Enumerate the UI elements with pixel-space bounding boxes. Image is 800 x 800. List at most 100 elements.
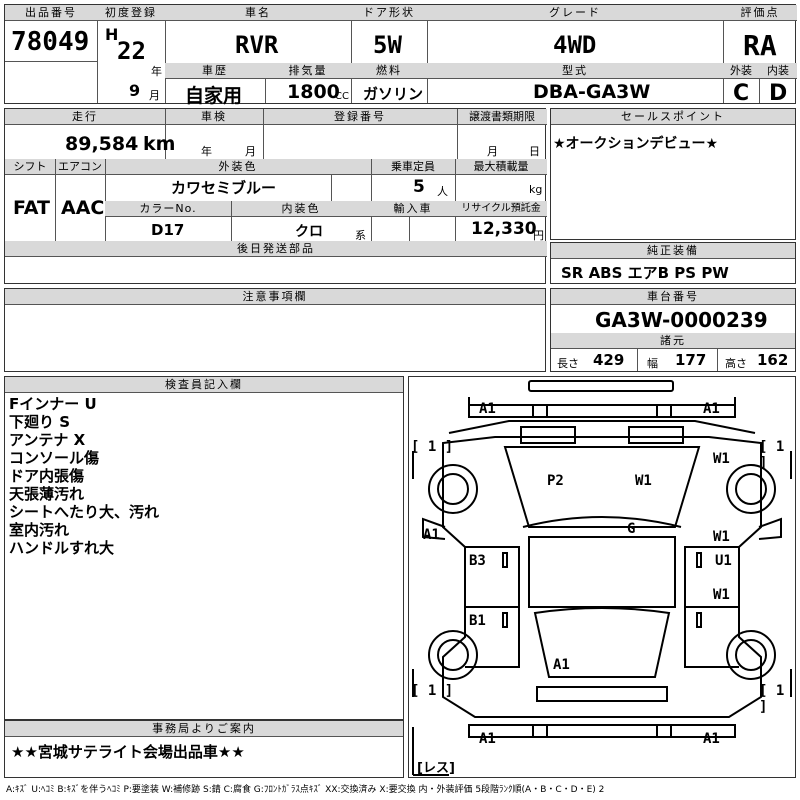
door-label: ドア形状: [351, 5, 427, 21]
notes-block: 注意事項欄: [4, 288, 546, 372]
later-parts-label: 後日発送部品: [5, 241, 547, 257]
fuel: ガソリン: [363, 85, 424, 103]
exterior-grade: C: [733, 81, 750, 106]
transfer-label: 譲渡書類期限: [457, 109, 547, 125]
inspector-label: 検査員記入欄: [5, 377, 403, 393]
damage-mark: B3: [469, 553, 486, 569]
maxload-unit: kg: [529, 183, 543, 196]
equipment-block: 純正装備 SR ABS エアB PS PW: [550, 242, 796, 284]
spec-label: 諸元: [551, 333, 795, 349]
shift-label: シフト: [5, 159, 55, 175]
model-label: 型式: [427, 63, 723, 79]
color-label: 外装色: [105, 159, 371, 175]
chassis-number: GA3W-0000239: [595, 308, 768, 332]
shift-value: FAT: [13, 197, 50, 219]
score: RA: [743, 29, 777, 62]
inspector-line: コンソール傷: [9, 449, 100, 467]
inspector-line: 下廻り S: [9, 413, 71, 431]
first-reg-label: 初度登録: [97, 5, 165, 21]
equipment-text: SR ABS エアB PS PW: [561, 264, 729, 282]
office-block: 事務局よりご案内 ★★宮城サテライト会場出品車★★: [4, 720, 404, 778]
import-label: 輸入車: [371, 201, 455, 217]
interior-label: 内装: [759, 63, 797, 79]
reg-year: 22: [117, 37, 146, 65]
chassis-block: 車台番号 GA3W-0000239 諸元 長さ 429 幅 177 高さ 162: [550, 288, 796, 372]
mileage-value: 89,584: [65, 133, 139, 155]
inspector-line: 天張薄汚れ: [9, 485, 85, 503]
history-label: 車歴: [165, 63, 265, 79]
grade: 4WD: [553, 31, 597, 59]
damage-mark: W1: [713, 529, 730, 545]
inspection-month-unit: 月: [245, 145, 256, 158]
tire-tread-mark: [ 1 ]: [759, 439, 785, 471]
reg-year-unit: 年: [151, 65, 162, 78]
office-text: ★★宮城サテライト会場出品車★★: [11, 743, 245, 761]
intcolor-unit: 系: [355, 229, 366, 242]
mileage-unit: km: [143, 133, 176, 155]
displacement-unit: CC: [335, 91, 349, 102]
lot-no-label: 出品番号: [5, 5, 97, 21]
length-label: 長さ: [557, 357, 579, 370]
displacement: 1800: [287, 81, 340, 103]
mileage-label: 走行: [5, 109, 165, 125]
era-letter: H: [105, 25, 119, 44]
tire-tread-mark: [ 1 ]: [411, 439, 454, 455]
damage-mark: P2: [547, 473, 564, 489]
grade-label: グレード: [427, 5, 723, 21]
damage-mark: A1: [703, 731, 720, 747]
inspector-line: シートへたり大、汚れ: [9, 503, 160, 521]
office-label: 事務局よりご案内: [5, 721, 403, 737]
inspector-line: Fインナー U: [9, 395, 97, 413]
intcolor-value: クロ: [295, 224, 323, 240]
width-value: 177: [675, 351, 707, 369]
car-diagram: A1 A1 [ 1 ] [ 1 ] P2 W1 W1 G A1 W1 U1 B3…: [408, 376, 796, 778]
intcolor-label: 内装色: [231, 201, 371, 217]
inspection-year-unit: 年: [201, 145, 212, 158]
header-block: 出品番号 78049 初度登録 H 22 年 9 月 車名 RVR ドア形状 5…: [4, 4, 797, 107]
recycle-label: リサイクル預託金: [455, 201, 547, 217]
inspector-line: 室内汚れ: [9, 521, 70, 539]
damage-mark: W1: [713, 451, 730, 467]
model: DBA-GA3W: [533, 81, 651, 103]
inspector-line: ハンドルすれ大: [9, 539, 115, 557]
legend-text: A:ｷｽﾞ U:ﾍｺﾐ B:ｷｽﾞを伴うﾍｺﾐ P:要塗装 W:補修跡 S:錆 …: [6, 785, 605, 795]
transfer-day-unit: 日: [529, 145, 540, 158]
length-value: 429: [593, 351, 625, 369]
maxload-label: 最大積載量: [455, 159, 547, 175]
ac-label: エアコン: [55, 159, 105, 175]
sales-point-label: セールスポイント: [551, 109, 795, 125]
regno-label: 登録番号: [263, 109, 457, 125]
score-label: 評価点: [723, 5, 797, 21]
info-block: 走行 車検 登録番号 譲渡書類期限 89,584 km 年 月 月 日 シフト …: [4, 108, 547, 284]
height-value: 162: [757, 351, 789, 369]
damage-mark: W1: [713, 587, 730, 603]
ac-value: AAC: [61, 197, 105, 219]
colorno-label: カラーNo.: [105, 201, 231, 217]
damage-mark: B1: [469, 613, 486, 629]
recycle-value: 12,330: [471, 219, 537, 239]
width-label: 幅: [647, 357, 658, 370]
inspector-line: ドア内張傷: [9, 467, 85, 485]
damage-mark: A1: [703, 401, 720, 417]
spare-tire-less: [レス]: [417, 761, 455, 776]
tire-tread-mark: [ 1 ]: [411, 683, 454, 699]
capacity-unit: 人: [437, 185, 448, 198]
capacity-value: 5: [413, 177, 425, 197]
history: 自家用: [185, 85, 243, 107]
damage-mark: A1: [423, 527, 440, 543]
inspector-line: アンテナ X: [9, 431, 86, 449]
damage-mark: W1: [635, 473, 652, 489]
damage-mark: A1: [479, 401, 496, 417]
damage-mark: A1: [553, 657, 570, 673]
equipment-label: 純正装備: [551, 243, 795, 259]
lot-no: 78049: [11, 27, 90, 57]
reg-month-unit: 月: [149, 89, 160, 102]
capacity-label: 乗車定員: [371, 159, 455, 175]
car-name: RVR: [235, 31, 279, 59]
fuel-label: 燃料: [351, 63, 427, 79]
transfer-month-unit: 月: [487, 145, 498, 158]
color-value: カワセミブルー: [171, 179, 277, 197]
reg-month: 9: [129, 81, 141, 100]
interior-grade: D: [769, 81, 788, 106]
inspection-label: 車検: [165, 109, 263, 125]
